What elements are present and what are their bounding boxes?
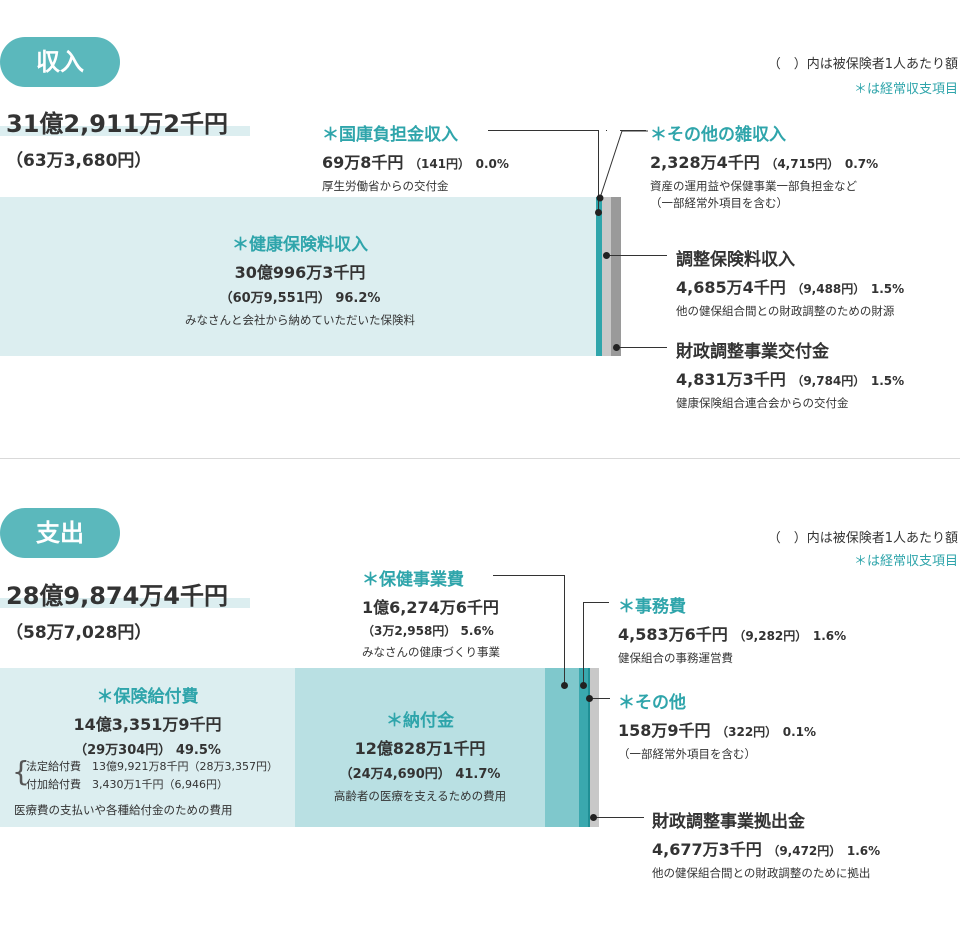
expense-contrib-amount: 12億828万1千円	[354, 739, 486, 758]
expense-bar-contrib	[295, 668, 545, 827]
expense-bar-adjexp	[590, 668, 599, 827]
income-grant-head: 財政調整事業交付金	[676, 342, 829, 362]
expense-legend-note: ＊は経常収支項目	[853, 554, 958, 569]
expense-other-dot	[586, 695, 593, 702]
expense-health-desc: みなさんの健康づくり事業	[362, 645, 500, 659]
breakdown-row-additional: 付加給付費 3,430万1千円（6,946円）	[26, 778, 228, 791]
expense-benefit-per: （29万304円） 49.5%	[74, 743, 221, 758]
income-national-leader-v	[598, 130, 599, 212]
income-misc-label: ＊その他の雑収入 2,328万4千円 （4,715円） 0.7% 資産の運用益や…	[650, 120, 878, 211]
expense-health-label: ＊保健事業費 1億6,274万6千円 （3万2,958円） 5.6% みなさんの…	[362, 565, 500, 660]
income-national-amount: 69万8千円 （141円） 0.0%	[322, 153, 509, 172]
expense-health-per: （3万2,958円） 5.6%	[362, 624, 494, 638]
income-adjust-dot	[603, 252, 610, 259]
income-misc-desc2: （一部経常外項目を含む）	[650, 196, 788, 210]
expense-other-leader	[590, 698, 610, 699]
expense-health-head: ＊保健事業費	[362, 570, 464, 590]
expense-adjexp-leader	[594, 817, 644, 818]
expense-benefit-breakdown: { 法定給付費 13億9,921万8千円（28万3,357円） 付加給付費 3,…	[12, 758, 278, 792]
income-premium-head: ＊健康保険料収入	[232, 235, 368, 255]
expense-adjexp-desc: 他の健保組合間との財政調整のために拠出	[652, 866, 871, 880]
income-legend-note: ＊は経常収支項目	[853, 82, 958, 97]
expense-admin-leader-h	[583, 602, 609, 603]
expense-benefit-desc: 医療費の支払いや各種給付金のための費用	[14, 803, 233, 817]
expense-health-amount: 1億6,274万6千円	[362, 598, 499, 617]
expense-benefit-amount: 14億3,351万9千円	[73, 715, 222, 734]
income-adjust-head: 調整保険料収入	[676, 250, 795, 270]
expense-adjexp-dot	[590, 814, 597, 821]
income-national-dot	[595, 209, 602, 216]
income-adjust-leader	[607, 255, 667, 256]
expense-benefit-head: ＊保険給付費	[96, 687, 199, 707]
income-adjust-amount: 4,685万4千円 （9,488円） 1.5%	[676, 278, 905, 297]
income-national-desc: 厚生労働省からの交付金	[322, 179, 449, 193]
income-misc-amount: 2,328万4千円 （4,715円） 0.7%	[650, 153, 879, 172]
income-misc-desc1: 資産の運用益や保健事業一部負担金など	[650, 179, 857, 193]
expense-note: （ ）内は被保険者1人あたり額	[767, 531, 958, 546]
income-grant-desc: 健康保険組合連合会からの交付金	[676, 396, 849, 410]
income-bar-misc	[596, 197, 602, 356]
income-premium-label: ＊健康保険料収入 30億996万3千円 （60万9,551円） 96.2% みな…	[100, 230, 500, 328]
income-note: （ ）内は被保険者1人あたり額	[767, 57, 958, 72]
breakdown-brace: {	[12, 755, 30, 788]
expense-admin-dot	[580, 682, 587, 689]
expense-other-label: ＊その他 158万9千円 （322円） 0.1% （一部経常外項目を含む）	[618, 688, 816, 762]
expense-adjexp-head: 財政調整事業拠出金	[652, 812, 805, 832]
income-bar-adjust	[602, 197, 611, 356]
expense-total-per: （58万7,028円）	[6, 623, 152, 643]
expense-admin-leader-v	[583, 602, 584, 685]
income-grant-label: 財政調整事業交付金 4,831万3千円 （9,784円） 1.5% 健康保険組合…	[676, 337, 904, 411]
income-pill: 収入	[0, 37, 120, 87]
income-grant-dot	[613, 344, 620, 351]
expense-health-leader-h	[493, 575, 565, 576]
expense-total: 28億9,874万4千円	[6, 582, 229, 610]
income-national-label: ＊国庫負担金収入 69万8千円 （141円） 0.0% 厚生労働省からの交付金	[322, 120, 509, 194]
expense-admin-amount: 4,583万6千円 （9,282円） 1.6%	[618, 625, 847, 644]
expense-adjexp-label: 財政調整事業拠出金 4,677万3千円 （9,472円） 1.6% 他の健保組合…	[652, 807, 880, 881]
income-adjust-desc: 他の健保組合間との財政調整のための財源	[676, 304, 895, 318]
expense-bar-other	[588, 668, 590, 827]
income-total: 31億2,911万2千円	[6, 110, 229, 138]
expense-admin-desc: 健保組合の事務運営費	[618, 651, 733, 665]
expense-health-leader-v	[564, 575, 565, 685]
expense-admin-head: ＊事務費	[618, 597, 686, 617]
income-misc-head: ＊その他の雑収入	[650, 125, 786, 145]
expense-admin-label: ＊事務費 4,583万6千円 （9,282円） 1.6% 健保組合の事務運営費	[618, 592, 846, 666]
income-misc-leader-join	[606, 130, 607, 131]
expense-benefit-label: ＊保険給付費 14億3,351万9千円 （29万304円） 49.5%	[0, 682, 295, 758]
income-premium-per: （60万9,551円） 96.2%	[219, 291, 381, 306]
income-misc-leader	[596, 130, 648, 202]
expense-total-underline	[0, 598, 250, 608]
income-premium-amount: 30億996万3千円	[234, 263, 366, 282]
expense-bar-benefit	[0, 668, 295, 827]
expense-bar-health	[545, 668, 579, 827]
income-national-head: ＊国庫負担金収入	[322, 125, 458, 145]
expense-other-desc: （一部経常外項目を含む）	[618, 747, 756, 761]
expense-contrib-desc: 高齢者の医療を支えるための費用	[333, 789, 507, 803]
section-divider	[0, 458, 960, 459]
income-total-underline	[0, 126, 250, 136]
expense-contrib-per: （24万4,690円） 41.7%	[339, 767, 501, 782]
expense-contrib-label: ＊納付金 12億828万1千円 （24万4,690円） 41.7% 高齢者の医療…	[295, 706, 545, 804]
income-grant-leader	[617, 347, 667, 348]
income-premium-desc: みなさんと会社から納めていただいた保険料	[185, 313, 415, 327]
income-national-leader-h	[488, 130, 599, 131]
expense-other-head: ＊その他	[618, 693, 686, 713]
income-grant-amount: 4,831万3千円 （9,784円） 1.5%	[676, 370, 905, 389]
income-total-per: （63万3,680円）	[6, 151, 152, 171]
expense-bar-admin	[579, 668, 588, 827]
income-bar-premium	[0, 197, 596, 356]
expense-other-amount: 158万9千円 （322円） 0.1%	[618, 721, 817, 740]
breakdown-row-statutory: 法定給付費 13億9,921万8千円（28万3,357円）	[26, 760, 278, 773]
expense-pill: 支出	[0, 508, 120, 558]
expense-adjexp-amount: 4,677万3千円 （9,472円） 1.6%	[652, 840, 881, 859]
income-bar-grant	[611, 197, 621, 356]
income-adjust-label: 調整保険料収入 4,685万4千円 （9,488円） 1.5% 他の健保組合間と…	[676, 245, 904, 319]
expense-health-dot	[561, 682, 568, 689]
expense-contrib-head: ＊納付金	[386, 711, 454, 731]
